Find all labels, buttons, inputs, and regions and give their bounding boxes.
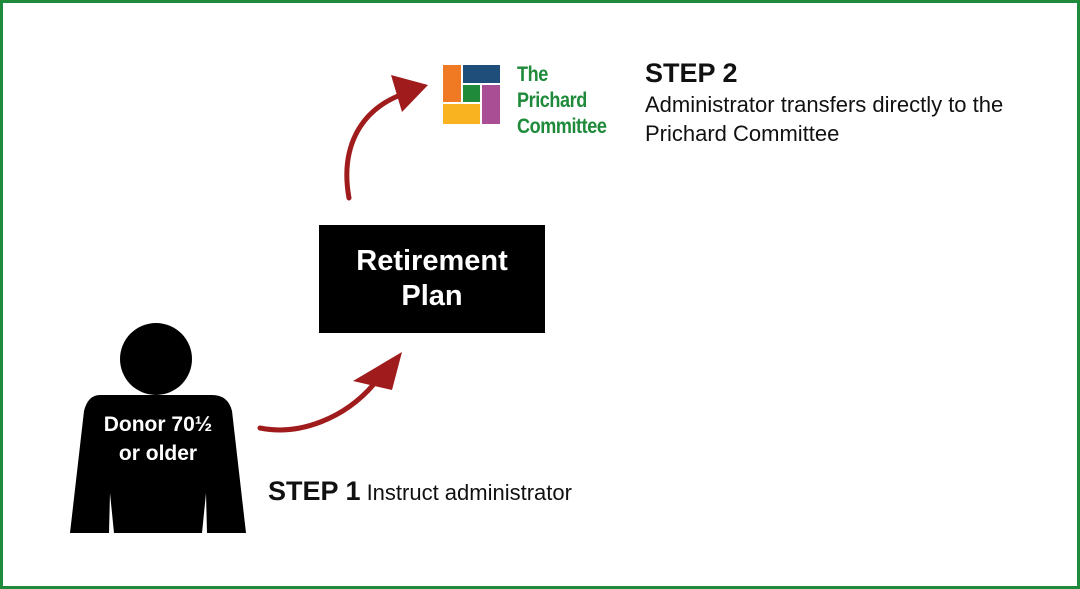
prichard-committee-logo-icon <box>443 65 500 124</box>
logo-line-2: Prichard <box>517 89 587 112</box>
retirement-plan-box: Retirement Plan <box>319 225 545 333</box>
person-silhouette-icon <box>70 323 246 533</box>
arrow-donor-to-plan <box>257 352 402 433</box>
step-1-description: Instruct administrator <box>366 480 572 505</box>
donor-label: Donor 70½ or older <box>103 413 213 465</box>
step-2-block: STEP 2 Administrator transfers directly … <box>645 56 1025 148</box>
logo-line-3: Committee <box>517 115 607 138</box>
prichard-committee-logo-text: The Prichard Committee <box>517 62 607 140</box>
retirement-plan-label: Retirement Plan <box>356 245 508 312</box>
step-2-title: STEP 2 <box>645 58 738 88</box>
arrow-plan-to-committee <box>344 75 428 201</box>
step-2-description: Administrator transfers directly to the … <box>645 92 1004 146</box>
logo-line-1: The <box>517 63 548 86</box>
step-1-title: STEP 1 <box>268 476 361 506</box>
